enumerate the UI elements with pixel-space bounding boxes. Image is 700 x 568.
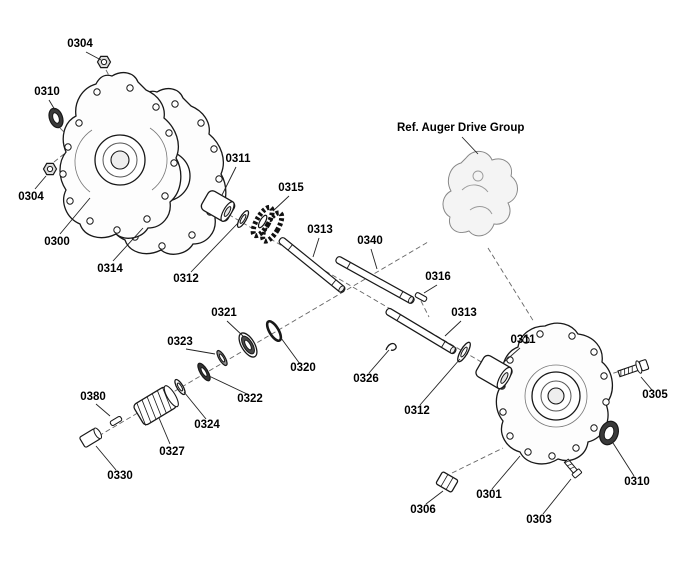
part-label-0320: 0320 — [290, 362, 316, 374]
part-0322-washer — [197, 362, 211, 382]
part-0340-shaft — [335, 256, 415, 304]
part-0311-bearing-upper — [200, 190, 236, 222]
part-0327-worm-gear — [133, 385, 179, 426]
part-label-0312-upper: 0312 — [173, 273, 199, 285]
part-label-0327: 0327 — [159, 446, 185, 458]
part-label-0303: 0303 — [526, 514, 552, 526]
part-label-0311-upper: 0311 — [226, 153, 252, 165]
part-0313-shaft-lower — [385, 307, 457, 355]
part-label-0306: 0306 — [410, 504, 436, 516]
part-label-0340: 0340 — [357, 235, 383, 247]
part-labels: 0304 0310 0304 0300 0314 0311 0315 0312 … — [18, 38, 668, 526]
part-label-0321: 0321 — [211, 307, 237, 319]
part-0310-seal-right — [598, 420, 620, 446]
part-label-0324: 0324 — [194, 419, 220, 431]
part-0304-nut-top — [96, 55, 112, 69]
part-0321-bearing — [238, 332, 258, 358]
leader-lines — [34, 51, 653, 515]
part-label-0323: 0323 — [167, 336, 193, 348]
part-0312-washer-lower — [457, 341, 471, 363]
part-0311-bearing-lower — [475, 354, 513, 390]
ref-auger-drive-part — [442, 151, 518, 237]
part-label-0313-lower: 0313 — [451, 307, 477, 319]
part-0301-gearbox-cover — [495, 322, 613, 465]
part-label-0380: 0380 — [80, 391, 106, 403]
ref-auger-drive-group-label: Ref. Auger Drive Group — [397, 122, 524, 134]
part-label-0312-lower: 0312 — [404, 405, 430, 417]
part-label-0300: 0300 — [44, 236, 70, 248]
part-0320-o-ring — [265, 319, 283, 343]
part-0303-screw — [563, 458, 583, 479]
part-label-0322: 0322 — [237, 393, 263, 405]
part-label-0316: 0316 — [425, 271, 451, 283]
part-label-0301: 0301 — [476, 489, 502, 501]
part-0313-shaft-upper — [278, 237, 346, 293]
part-label-0310-top-left: 0310 — [34, 86, 60, 98]
part-0300-gearbox-housing — [59, 71, 182, 239]
part-label-0311-lower: 0311 — [511, 334, 537, 346]
part-label-0315: 0315 — [278, 182, 304, 194]
part-label-0314: 0314 — [97, 263, 123, 275]
part-label-0313-upper: 0313 — [307, 224, 333, 236]
part-label-0330: 0330 — [107, 470, 133, 482]
part-label-0305: 0305 — [642, 389, 668, 401]
part-0304-nut-left — [42, 162, 58, 176]
part-0324-washer — [174, 378, 186, 396]
part-0380-pin — [109, 415, 123, 427]
part-0315-gear — [250, 204, 285, 244]
part-0312-washer-upper — [236, 209, 250, 229]
part-0310-seal-top-left — [48, 107, 64, 129]
part-0323-washer — [216, 349, 228, 367]
part-label-0326: 0326 — [353, 373, 379, 385]
part-0326-clip — [385, 342, 397, 351]
part-label-0304-left: 0304 — [18, 191, 44, 203]
part-0306-coupling — [435, 471, 459, 493]
part-label-0310-right: 0310 — [624, 476, 650, 488]
part-label-0304-top: 0304 — [67, 38, 93, 50]
part-0330-plug — [79, 427, 103, 448]
part-0316-pin — [414, 292, 428, 302]
part-0305-screw — [617, 359, 650, 378]
